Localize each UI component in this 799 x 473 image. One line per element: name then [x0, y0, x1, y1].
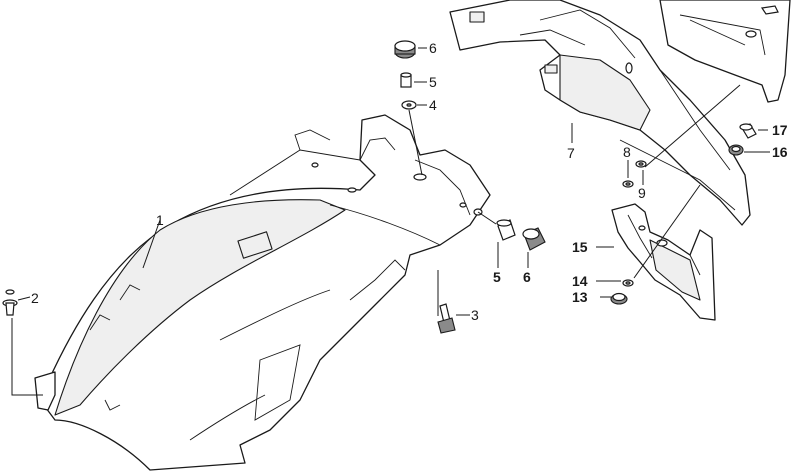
callout-6-top: 6: [429, 40, 437, 56]
callout-3: 3: [471, 307, 479, 323]
callout-14: 14: [572, 273, 588, 289]
bushing-5-top: [400, 72, 412, 88]
callout-labels: 1 2 3 4 5 6 5 6 7 8 9 13 14 15 16 17: [31, 40, 788, 323]
reflector-holder: [611, 203, 716, 321]
screw-17: [739, 123, 757, 139]
callout-2: 2: [31, 290, 39, 306]
nut-13: [610, 292, 628, 305]
callout-13: 13: [572, 289, 588, 305]
bushing-5-side: [496, 219, 516, 241]
callout-5-top: 5: [429, 74, 437, 90]
grommet-6-side: [522, 227, 546, 251]
grommet-6-top: [394, 40, 416, 59]
callout-9: 9: [638, 185, 646, 201]
callout-1: 1: [156, 212, 164, 228]
bolt-8: [622, 180, 634, 188]
callout-4: 4: [429, 97, 437, 113]
rivet-2: [2, 289, 18, 316]
washer-9: [635, 160, 647, 168]
callout-17: 17: [772, 122, 788, 138]
callout-8: 8: [623, 144, 631, 160]
leader-lines: [11, 47, 770, 396]
washer-4: [401, 100, 417, 110]
callout-6-side: 6: [523, 269, 531, 285]
number-plate-bracket: [449, 0, 791, 226]
callout-7: 7: [567, 145, 575, 161]
callout-15: 15: [572, 239, 588, 255]
callout-5-side: 5: [493, 269, 501, 285]
nut-16: [728, 144, 744, 156]
callout-16: 16: [772, 144, 788, 160]
rear-mudguard: [34, 114, 491, 471]
washer-14: [622, 279, 634, 287]
screw-3: [437, 303, 456, 334]
